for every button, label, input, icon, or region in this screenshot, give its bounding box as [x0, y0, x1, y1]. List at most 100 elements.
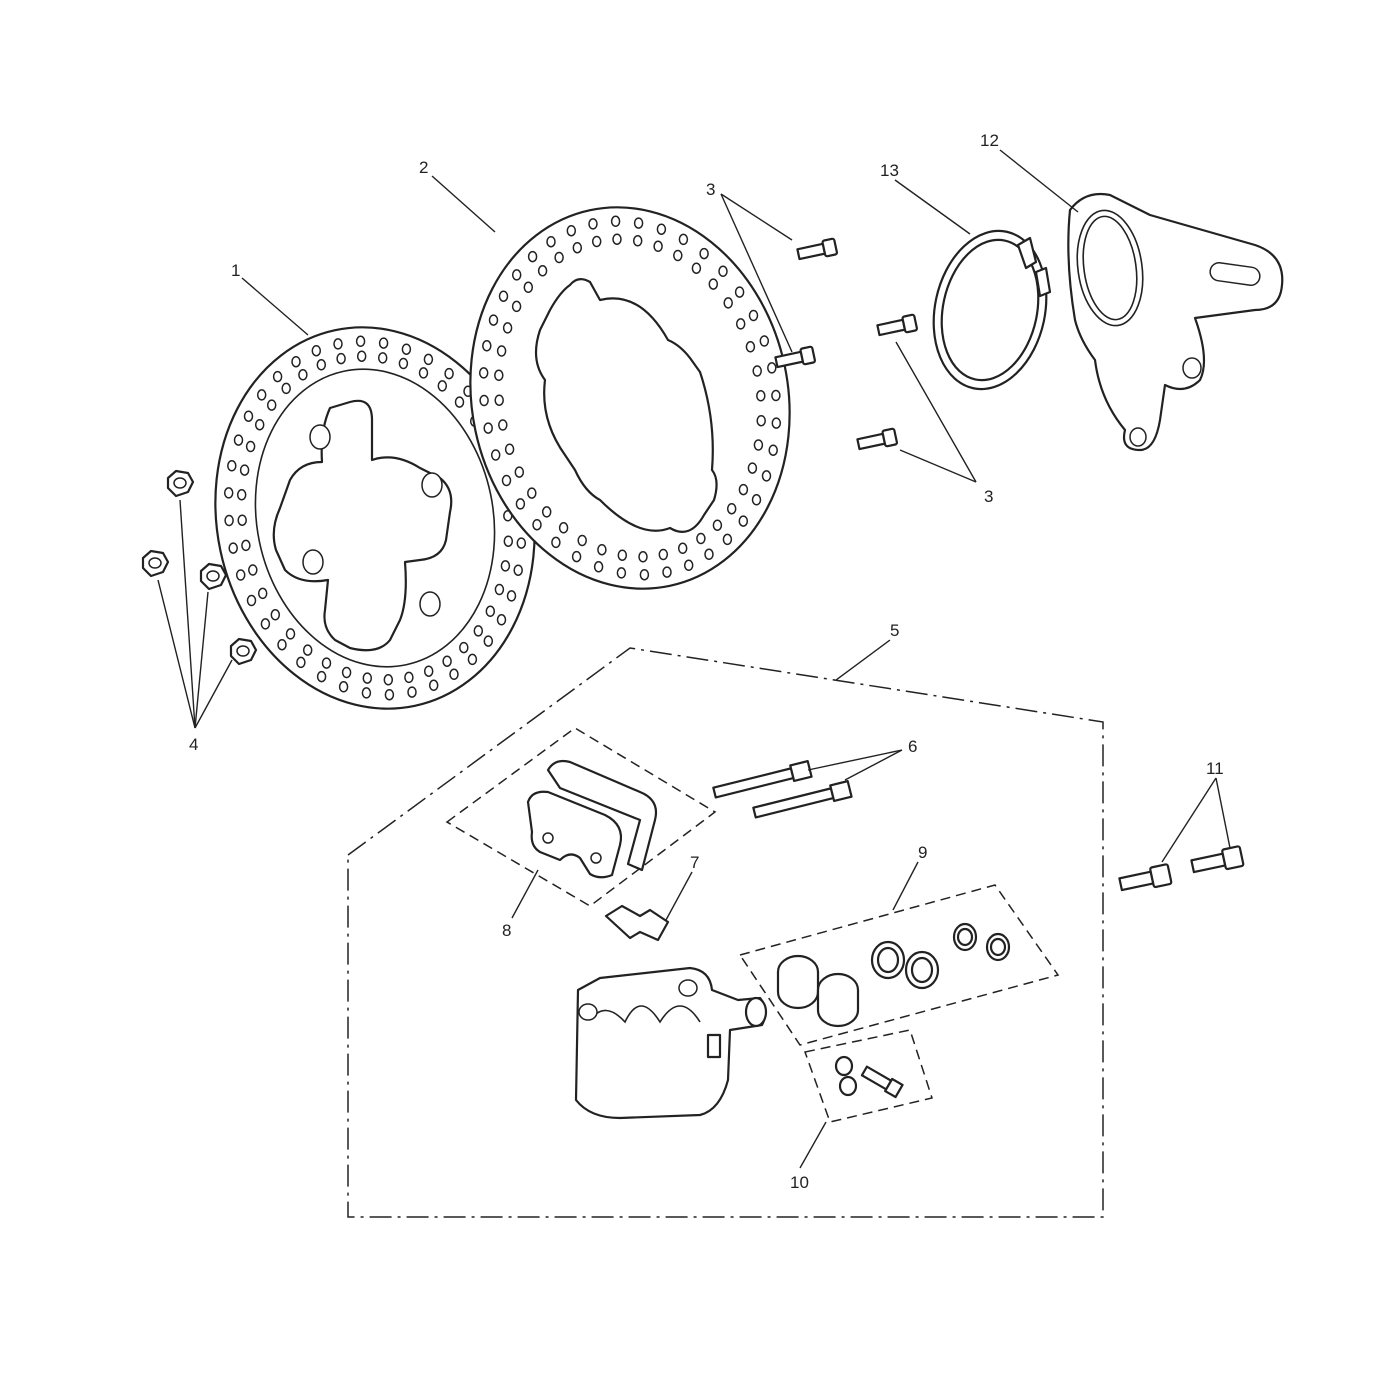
- disc1-drill-hole: [233, 434, 244, 446]
- disc2-drill-hole: [771, 389, 781, 402]
- disc2-drill-hole: [616, 567, 627, 579]
- disc2-drill-hole: [593, 561, 604, 573]
- circlip-13: [932, 229, 1052, 391]
- disc1-drill-hole: [423, 665, 434, 677]
- disc1-drill-hole: [362, 672, 373, 684]
- disc2-drill-hole: [541, 506, 552, 518]
- disc2-drill-hole: [502, 322, 513, 334]
- disc2-drill-hole: [482, 340, 492, 352]
- disc1-drill-hole: [277, 638, 287, 651]
- disc1-drill-hole: [496, 614, 507, 626]
- disc1-drill-hole: [333, 338, 343, 350]
- disc-bolts-3: [774, 237, 918, 451]
- disc1-drill-hole: [378, 337, 389, 349]
- callout-8: 8: [502, 921, 511, 940]
- disc2-drill-hole: [551, 536, 561, 549]
- disc1-drill-hole: [257, 587, 268, 600]
- disc1-drill-hole: [236, 489, 247, 501]
- disc2-drill-hole: [751, 494, 762, 506]
- disc1-drill-hole: [485, 605, 496, 618]
- disc1-drill-hole: [459, 641, 469, 654]
- callout-2: 2: [419, 158, 428, 177]
- disc1-drill-hole: [384, 688, 395, 701]
- disc1-drill-hole: [398, 357, 409, 370]
- disc1-drill-hole: [473, 625, 484, 637]
- disc2-drill-hole: [683, 559, 694, 572]
- disc1-drill-hole: [418, 367, 429, 379]
- disc2-drill-hole: [735, 318, 746, 330]
- disc1-drill-hole: [437, 380, 448, 392]
- disc1-drill-hole: [444, 367, 454, 380]
- disc1-drill-hole: [503, 535, 514, 547]
- callout-7: 7: [690, 853, 699, 872]
- brake-disc-2: [469, 206, 791, 590]
- disc1-drill-hole: [341, 666, 352, 679]
- disc2-drill-hole: [498, 290, 509, 302]
- disc2-drill-hole: [726, 502, 737, 515]
- disc1-drill-hole: [449, 668, 459, 681]
- callout-5: 5: [890, 621, 899, 640]
- disc2-drill-hole: [722, 533, 733, 546]
- disc2-drill-hole: [511, 300, 522, 313]
- disc1-drill-hole: [239, 464, 250, 476]
- disc1-drill-hole: [227, 460, 237, 472]
- disc1-drill-hole: [423, 353, 434, 366]
- disc1-drill-hole: [302, 644, 313, 656]
- disc2-drill-hole: [771, 417, 782, 429]
- caliper-bolts-11: [1118, 845, 1245, 892]
- disc1-drill-hole: [285, 628, 296, 640]
- disc1-drill-hole: [248, 564, 258, 576]
- disc1-drill-hole: [256, 389, 267, 401]
- disc1-drill-hole: [355, 335, 366, 348]
- disc1-drill-hole: [237, 514, 247, 526]
- leader-lines: [157, 149, 1231, 1169]
- brake-disc-1: [214, 326, 536, 710]
- disc1-drill-hole: [467, 653, 478, 666]
- disc1-drill-hole: [500, 560, 511, 572]
- disc1-drill-hole: [483, 635, 494, 647]
- disc2-drill-hole: [704, 548, 714, 561]
- disc2-drill-hole: [479, 394, 489, 407]
- flange-nuts-4: [141, 469, 258, 666]
- disc2-drill-hole: [662, 566, 672, 578]
- disc2-drill-hole: [591, 235, 602, 248]
- disc1-drill-hole: [513, 564, 523, 576]
- disc2-drill-hole: [504, 443, 515, 455]
- disc1-drill-hole: [254, 418, 265, 431]
- disc2-drill-hole: [572, 241, 583, 254]
- disc1-drill-hole: [428, 679, 439, 692]
- disc1-drill-hole: [338, 681, 349, 693]
- caliper-assembly-outline-5: [347, 647, 1104, 1218]
- slide-pins-6: [712, 760, 853, 819]
- disc2-drill-hole: [752, 365, 762, 377]
- callout-9: 9: [918, 843, 927, 862]
- disc1-drill-hole: [383, 674, 394, 686]
- disc1-drill-hole: [260, 618, 271, 630]
- disc1-drill-hole: [241, 539, 251, 552]
- disc1-drill-hole: [296, 656, 306, 669]
- disc2-drill-hole: [597, 543, 607, 556]
- disc2-drill-hole: [756, 390, 766, 402]
- disc1-drill-hole: [266, 399, 277, 411]
- disc2-drill-hole: [527, 487, 537, 499]
- disc1-drill-hole: [224, 514, 234, 527]
- disc1-drill-hole: [272, 370, 283, 383]
- callout-12: 12: [980, 131, 999, 150]
- disc2-drill-hole: [759, 335, 770, 347]
- disc2-drill-hole: [571, 550, 582, 563]
- pad-spring-7: [604, 904, 670, 942]
- disc1-drill-hole: [246, 594, 257, 607]
- disc2-drill-hole: [696, 532, 706, 545]
- disc1-drill-hole: [245, 440, 256, 453]
- disc2-drill-hole: [639, 568, 650, 581]
- disc2-drill-hole: [761, 470, 772, 482]
- disc2-drill-hole: [523, 281, 534, 294]
- callout-10: 10: [790, 1173, 809, 1192]
- disc2-drill-hole: [610, 215, 621, 228]
- callout-3-lower: 3: [984, 487, 993, 506]
- disc1-drill-hole: [336, 352, 346, 365]
- disc2-drill-hole: [738, 515, 749, 527]
- disc2-drill-hole: [745, 341, 756, 353]
- disc1-drill-hole: [442, 655, 452, 667]
